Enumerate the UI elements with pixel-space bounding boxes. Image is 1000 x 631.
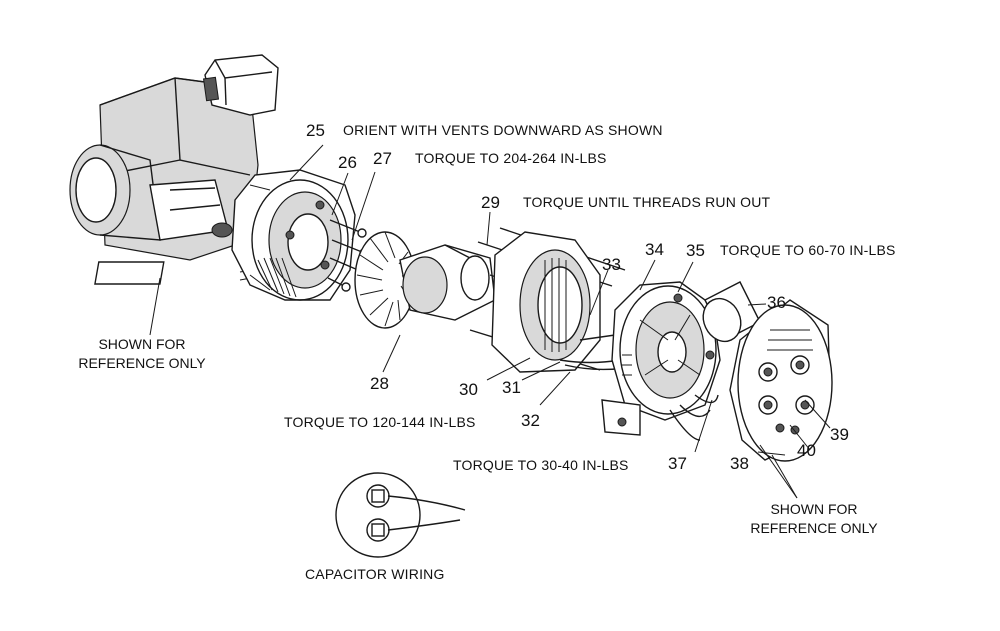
part-label-36: 36 (767, 293, 786, 312)
note-torque-threads: TORQUE UNTIL THREADS RUN OUT (523, 194, 771, 210)
part-label-28: 28 (370, 374, 389, 393)
part-label-26: 26 (338, 153, 357, 172)
caption-capacitor-wiring: CAPACITOR WIRING (305, 566, 445, 582)
part-label-35: 35 (686, 241, 705, 260)
part-25-adapter-housing (231, 169, 356, 301)
capacitor-wiring-inset (335, 472, 466, 558)
part-label-40: 40 (797, 441, 816, 460)
part-label-33: 33 (602, 255, 621, 274)
part-38-cover (729, 299, 833, 462)
note-torque-204: TORQUE TO 204-264 IN-LBS (415, 150, 607, 166)
part-label-25: 25 (306, 121, 325, 140)
part-label-29: 29 (481, 193, 500, 212)
part-label-34: 34 (645, 240, 664, 259)
note-torque-60: TORQUE TO 60-70 IN-LBS (720, 242, 896, 258)
note-torque-30: TORQUE TO 30-40 IN-LBS (453, 457, 629, 473)
part-label-32: 32 (521, 411, 540, 430)
note-orient: ORIENT WITH VENTS DOWNWARD AS SHOWN (343, 122, 663, 138)
part-label-27: 27 (373, 149, 392, 168)
part-label-38: 38 (730, 454, 749, 473)
part-label-37: 37 (668, 454, 687, 473)
part-label-30: 30 (459, 380, 478, 399)
part-30-31-32-stator (491, 231, 626, 373)
part-label-39: 39 (830, 425, 849, 444)
leader-lines (149, 144, 831, 499)
note-shown-ref-right: SHOWN FOR REFERENCE ONLY (750, 501, 878, 536)
engine-block (69, 54, 279, 285)
part-label-31: 31 (502, 378, 521, 397)
note-shown-ref-left: SHOWN FOR REFERENCE ONLY (78, 336, 206, 371)
part-34-end-bell (601, 281, 721, 436)
note-torque-120: TORQUE TO 120-144 IN-LBS (284, 414, 476, 430)
part-28-rotor-fan (354, 231, 416, 329)
